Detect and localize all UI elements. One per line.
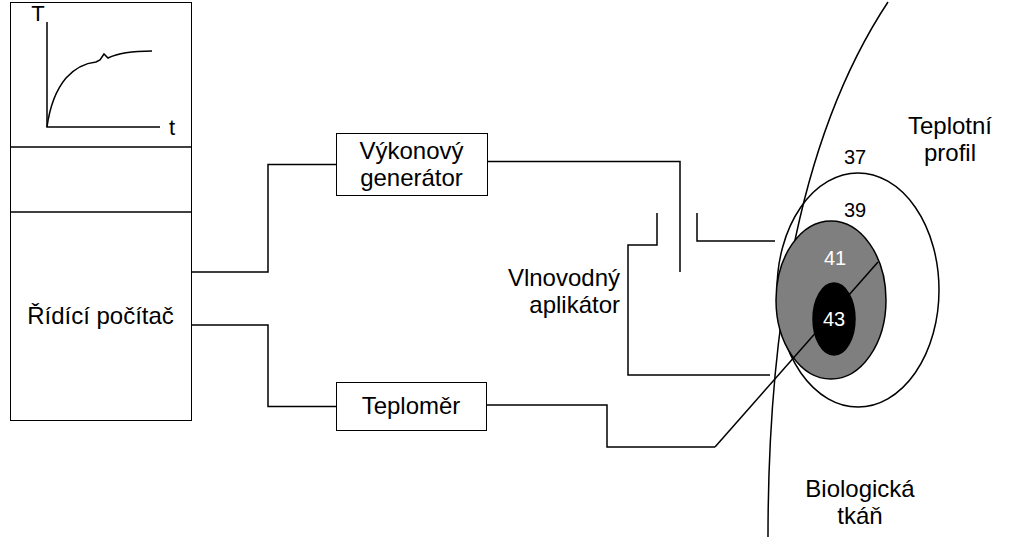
axis-label: t — [162, 116, 182, 141]
isotherm-ellipse — [776, 221, 886, 379]
temperature-value: 39 — [844, 199, 866, 222]
signal-wire — [192, 325, 336, 407]
label-holder: 37 — [838, 146, 872, 168]
generator-wire — [487, 162, 680, 273]
isotherm-ellipse — [813, 283, 855, 355]
temperature-value: 41 — [824, 247, 846, 270]
text-slot: Výkonový generátor — [337, 134, 486, 194]
isotherm-43: 43 — [812, 282, 856, 356]
waveguide-applicator — [628, 213, 770, 375]
thermometer: Teploměr — [336, 382, 487, 431]
thermometer-wire — [487, 405, 715, 447]
panel-divider — [10, 211, 192, 213]
isotherm-41: 41 43 — [775, 220, 887, 380]
temperature-value: 43 — [821, 308, 847, 331]
tissue-boundary — [768, 2, 888, 537]
profile-label: Teplotní profil — [900, 113, 1000, 167]
label-holder: T — [28, 2, 48, 27]
panel-divider — [10, 146, 192, 148]
graph-axes — [47, 22, 160, 127]
box-label: Výkonový generátor — [343, 137, 480, 192]
isotherm-ellipse — [777, 173, 939, 407]
label-holder: Teplotní profil — [900, 113, 1000, 167]
tissue-label: Biologická tkáň — [790, 476, 930, 530]
label-holder: Biologická tkáň — [790, 476, 930, 530]
applicator-label: Vlnovodný aplikátor — [452, 265, 620, 319]
label-holder: t — [162, 116, 182, 141]
control-computer: Řídící počítač — [10, 2, 192, 421]
temperature-curve — [47, 51, 152, 127]
temperature-value: 37 — [838, 146, 872, 168]
label-holder: Vlnovodný aplikátor — [452, 265, 620, 319]
signal-wire — [192, 165, 336, 272]
waveguide-applicator — [697, 213, 775, 241]
isotherm-39: 39 41 43 — [776, 172, 940, 408]
text-slot: Teploměr — [337, 383, 485, 429]
power-generator: Výkonový generátor — [336, 133, 488, 196]
box-label: Řídící počítač — [27, 302, 174, 330]
temperature-probe — [715, 262, 878, 447]
text-slot: 41 — [805, 242, 865, 274]
axis-label: T — [28, 2, 48, 27]
box-label: Teploměr — [362, 392, 461, 420]
text-slot: Řídící počítač — [11, 213, 190, 419]
text-slot: 43 — [804, 303, 864, 335]
